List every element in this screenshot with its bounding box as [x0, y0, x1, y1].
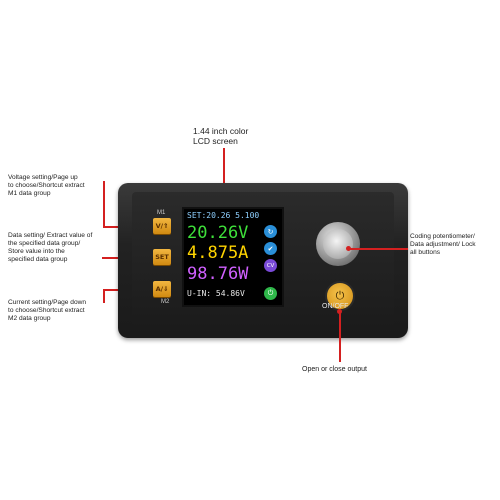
- onoff-button[interactable]: ⏻: [325, 281, 355, 311]
- voltage-callout-line-v: [103, 181, 105, 227]
- lcd-screen: SET:20.26 5.100 20.26V 4.875A 98.76W U-I…: [182, 207, 284, 307]
- encoder-callout-line: [348, 248, 408, 250]
- cv-icon: CV: [264, 259, 277, 272]
- encoder-knob[interactable]: [316, 222, 360, 266]
- current-button[interactable]: A/⇓: [153, 281, 171, 297]
- current-button-callout: Current setting/Page down to choose/Shor…: [8, 299, 87, 322]
- input-voltage-readout: U-IN: 54.86V: [187, 289, 245, 298]
- m2-label: M2: [161, 299, 170, 305]
- onoff-label: ON/OFF: [322, 303, 349, 310]
- output-callout-line: [339, 312, 341, 362]
- power-icon: ⏻: [264, 287, 277, 300]
- voltage-button[interactable]: V/⇑: [153, 218, 171, 234]
- check-icon: ✔: [264, 242, 277, 255]
- set-button[interactable]: SET: [153, 249, 171, 265]
- m1-label: M1: [157, 210, 166, 216]
- power-button-icon: ⏻: [335, 289, 345, 302]
- output-callout: Open or close output: [302, 366, 367, 373]
- voltage-button-callout: Voltage setting/Page up to choose/Shortc…: [8, 174, 85, 197]
- power-readout: 98.76W: [187, 264, 249, 284]
- encoder-callout: Coding potentiometer/ Data adjustment/ L…: [410, 233, 476, 256]
- voltage-readout: 20.26V: [187, 223, 249, 243]
- current-readout: 4.875A: [187, 243, 249, 263]
- current-callout-line-v: [103, 289, 105, 303]
- lock-icon: ↻: [264, 225, 277, 238]
- output-callout-dot: [337, 309, 342, 314]
- set-values-readout: SET:20.26 5.100: [187, 211, 260, 220]
- lcd-callout-line: [223, 148, 225, 210]
- set-button-callout: Data setting/ Extract value of the speci…: [8, 232, 93, 263]
- lcd-screen-callout: 1.44 inch color LCD screen: [193, 126, 249, 146]
- encoder-knob-cap: [323, 229, 353, 259]
- encoder-callout-dot: [346, 246, 351, 251]
